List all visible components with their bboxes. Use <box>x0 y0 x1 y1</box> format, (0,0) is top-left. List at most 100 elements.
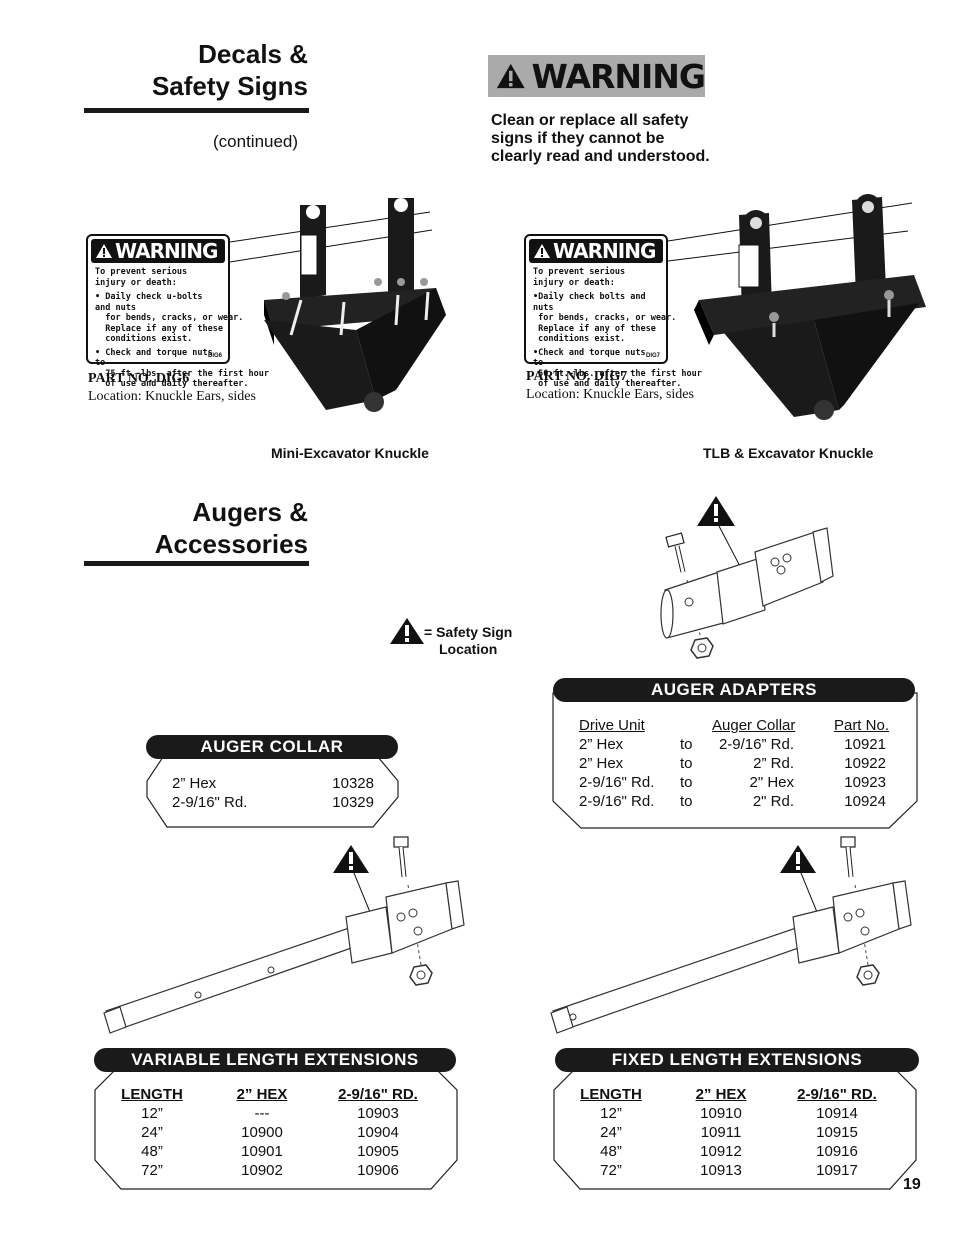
cell: 10914 <box>816 1105 858 1122</box>
cell: 12” <box>141 1105 163 1122</box>
decal-line: of use and daily thereafter. <box>95 379 249 389</box>
cell: 10905 <box>357 1143 399 1160</box>
cell: 2-9/16" Rd. <box>172 794 248 811</box>
decal-line: •Daily check bolts and nuts <box>533 292 646 313</box>
warning-message-line: Clean or replace all safety <box>491 112 689 129</box>
cell: 2-9/16" Rd. <box>579 793 655 810</box>
fixed-extensions-table: LENGTH 2” HEX 2-9/16" RD. 12” 10910 1091… <box>567 1085 897 1180</box>
fixed-extensions-title: FIXED LENGTH EXTENSIONS <box>555 1048 919 1072</box>
auger-adapters-frame <box>552 692 918 829</box>
table-row: 2-9/16" Rd. to 2" Hex 10923 <box>579 773 889 792</box>
header-part-no: Part No. <box>833 717 889 734</box>
variable-extensions-table: LENGTH 2” HEX 2-9/16" RD. 12” --- 10903 … <box>108 1085 438 1180</box>
cell: 10901 <box>241 1143 283 1160</box>
warning-message-line: signs if they cannot be <box>491 130 665 147</box>
cell: 10900 <box>241 1124 283 1141</box>
cell: 10903 <box>357 1105 399 1122</box>
table-row: 2-9/16" Rd. 10329 <box>172 793 374 812</box>
table-header-row: LENGTH 2” HEX 2-9/16" RD. <box>567 1085 897 1104</box>
header-2-916-rd: 2-9/16" RD. <box>338 1086 418 1103</box>
decal-dig6: WARNING To prevent serious injury or dea… <box>86 234 269 389</box>
decal-dig7-body: To prevent serious injury or death: •Dai… <box>529 263 702 390</box>
continued-label: (continued) <box>213 132 299 151</box>
decals-title: Decals & Safety Signs <box>48 38 308 102</box>
warning-message: Clean or replace all safety signs if the… <box>491 112 710 166</box>
warning-triangle-icon <box>534 244 550 258</box>
auger-adapters-table: Drive Unit Auger Collar Part No. 2” Hex … <box>579 716 889 811</box>
decal-line: • Daily check u-bolts and nuts <box>95 292 203 313</box>
cell: to <box>680 793 693 810</box>
variable-extensions-frame <box>94 1063 458 1190</box>
decal-line: • Check and torque nuts to <box>95 347 213 369</box>
cell: 10329 <box>332 794 374 811</box>
warning-triangle-icon <box>496 63 525 89</box>
cell: 10917 <box>816 1162 858 1179</box>
table-row: 72” 10902 10906 <box>108 1161 438 1180</box>
decal-line: conditions exist. <box>95 334 193 344</box>
table-row: 12” --- 10903 <box>108 1104 438 1123</box>
cell: 10922 <box>844 755 886 772</box>
cell: 2” Hex <box>579 736 624 753</box>
cell: 10912 <box>700 1143 742 1160</box>
auger-adapter-illustration <box>660 496 834 659</box>
page-number: 19 <box>903 1176 921 1193</box>
decal-dig7-header: WARNING <box>529 239 663 263</box>
table-row: 24” 10900 10904 <box>108 1123 438 1142</box>
dig7-part-no: PART NO. DIG7 <box>526 369 628 384</box>
tlb-excavator-caption: TLB & Excavator Knuckle <box>703 445 874 461</box>
augers-title-line1: Augers & <box>192 497 308 527</box>
augers-title: Augers & Accessories <box>48 496 308 560</box>
cell: 10910 <box>700 1105 742 1122</box>
decal-dig6-code: DIG6 <box>207 353 222 359</box>
cell: 24” <box>600 1124 622 1141</box>
legend-line1: = Safety Sign <box>424 624 513 640</box>
cell: 72” <box>600 1162 622 1179</box>
table-row: 48” 10901 10905 <box>108 1142 438 1161</box>
table-row: 2” Hex to 2-9/16” Rd. 10921 <box>579 735 889 754</box>
header-auger-collar: Auger Collar <box>712 717 796 734</box>
warning-banner: WARNING <box>488 55 706 97</box>
cell: to <box>680 736 693 753</box>
cell: 10906 <box>357 1162 399 1179</box>
cell: 2-9/16” Rd. <box>718 736 794 753</box>
cell: 48” <box>600 1143 622 1160</box>
decal-line: of use and daily thereafter. <box>533 379 682 389</box>
header-2-hex: 2” HEX <box>695 1086 747 1103</box>
decal-dig7-header-text: WARNING <box>553 239 656 263</box>
mini-excavator-knuckle-illustration <box>229 198 446 412</box>
cell: 10911 <box>700 1124 742 1141</box>
cell: 10921 <box>844 736 886 753</box>
tlb-excavator-knuckle-illustration <box>667 194 926 420</box>
table-row: 24” 10911 10915 <box>567 1123 897 1142</box>
variable-extension-illustration <box>103 836 465 1034</box>
decal-line: for bends, cracks, or wear. <box>533 313 677 323</box>
decal-line: conditions exist. <box>533 334 626 344</box>
header-2-hex: 2” HEX <box>236 1086 288 1103</box>
fixed-extension-illustration <box>550 836 912 1034</box>
cell: 10904 <box>357 1124 399 1141</box>
decal-line: •Check and torque nuts to <box>533 347 646 369</box>
cell: 10915 <box>816 1124 858 1141</box>
cell: 10923 <box>844 774 886 791</box>
legend-line2: Location <box>439 641 498 657</box>
decal-dig6-header: WARNING <box>91 239 225 263</box>
table-header-row: LENGTH 2” HEX 2-9/16" RD. <box>108 1085 438 1104</box>
decal-line: To prevent serious injury or death: <box>533 267 626 288</box>
cell: 2-9/16" Rd. <box>579 774 655 791</box>
augers-rule <box>84 561 309 566</box>
header-length: LENGTH <box>121 1086 183 1103</box>
auger-adapters-title: AUGER ADAPTERS <box>553 678 915 702</box>
cell: 2” Hex <box>579 755 624 772</box>
decal-line: for bends, cracks, or wear. <box>95 313 244 323</box>
decal-dig7-code: DIG7 <box>645 353 660 359</box>
decals-rule <box>84 108 309 113</box>
cell: to <box>680 774 693 791</box>
fixed-extensions-frame <box>553 1063 917 1190</box>
cell: 10902 <box>241 1162 283 1179</box>
cell: --- <box>254 1105 270 1122</box>
header-length: LENGTH <box>580 1086 642 1103</box>
table-row: 12” 10910 10914 <box>567 1104 897 1123</box>
cell: 48” <box>141 1143 163 1160</box>
cell: 2" Hex <box>749 774 794 791</box>
table-row: 2” Hex 10328 <box>172 774 374 793</box>
